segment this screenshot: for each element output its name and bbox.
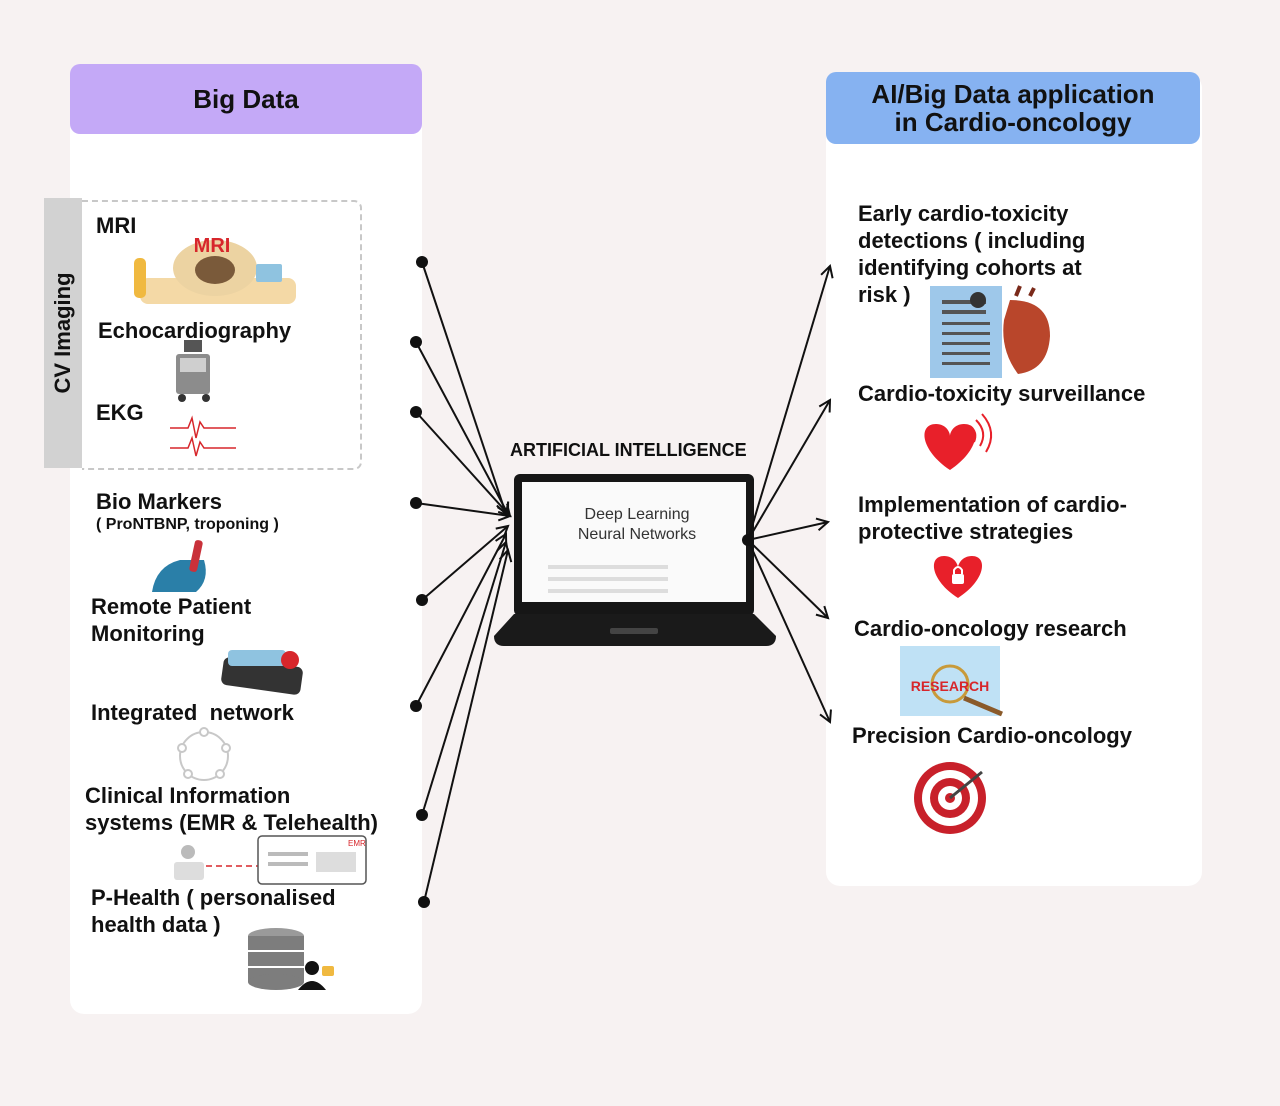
precision-label: Precision Cardio-oncology — [852, 723, 1132, 748]
applications-header-line2: in Cardio-oncology — [894, 107, 1132, 137]
biomarker-sample-icon — [152, 540, 206, 592]
remote-monitoring-icon — [221, 650, 303, 695]
report-heart-icon — [930, 285, 1050, 378]
integrated-network-label: Integrated network — [91, 700, 294, 725]
echo-machine-icon — [176, 340, 210, 402]
cv-imaging-group — [82, 200, 362, 470]
applications-header-line1: AI/Big Data application — [871, 79, 1155, 109]
echocardiography-label: Echocardiography — [98, 318, 292, 343]
input-dots — [410, 256, 430, 908]
mri-sign-text: MRI — [194, 235, 231, 257]
heart-lock-icon — [933, 556, 983, 598]
emr-icon: EMR — [174, 835, 367, 885]
clinical-info-label-line1: Clinical Information — [85, 783, 291, 808]
research-magnifier-icon: RESEARCH — [900, 646, 1003, 717]
big-data-header: Big Data — [70, 64, 422, 134]
early-detection-label: Early cardio-toxicity detections ( inclu… — [858, 201, 1086, 307]
ekg-label: EKG — [96, 400, 144, 425]
mri-scanner-icon: MRI — [134, 235, 296, 304]
database-icon — [248, 928, 334, 990]
heart-signal-icon — [924, 413, 993, 470]
ekg-trace-icon — [170, 415, 236, 457]
ai-label: ARTIFICIAL INTELLIGENCE — [510, 440, 747, 460]
surveillance-label: Cardio-toxicity surveillance — [858, 381, 1146, 406]
output-connectors — [747, 266, 830, 722]
phealth-label-line1: P-Health ( personalised — [91, 885, 336, 910]
screen-line1: Deep Learning — [584, 506, 690, 523]
rpm-label-line2: Monitoring — [91, 621, 205, 646]
clinical-info-label-line2: systems (EMR & Telehealth) — [85, 810, 379, 835]
laptop-icon — [494, 474, 776, 646]
emr-tag-text: EMR — [348, 839, 366, 848]
laptop-screen-text: Deep Learning Neural Networks — [552, 505, 722, 545]
research-word-text: RESEARCH — [911, 678, 990, 694]
rpm-label-line1: Remote Patient — [91, 594, 252, 619]
input-connectors — [415, 261, 510, 903]
network-ring-icon — [177, 727, 231, 781]
biomarkers-sub-label: ( ProNTBNP, troponing ) — [96, 516, 279, 533]
research-label: Cardio-oncology research — [854, 616, 1127, 641]
phealth-label-line2: health data ) — [91, 912, 221, 937]
cardioprotective-label: Implementation of cardio- protective str… — [858, 492, 1127, 544]
cv-imaging-tab: CV Imaging — [44, 198, 82, 468]
screen-line2: Neural Networks — [577, 526, 697, 543]
mri-label: MRI — [96, 213, 137, 238]
target-icon — [914, 762, 986, 834]
biomarkers-label: Bio Markers — [96, 489, 222, 514]
output-dot — [742, 534, 754, 546]
applications-panel — [826, 74, 1202, 886]
applications-header: AI/Big Data application in Cardio-oncolo… — [826, 72, 1200, 144]
